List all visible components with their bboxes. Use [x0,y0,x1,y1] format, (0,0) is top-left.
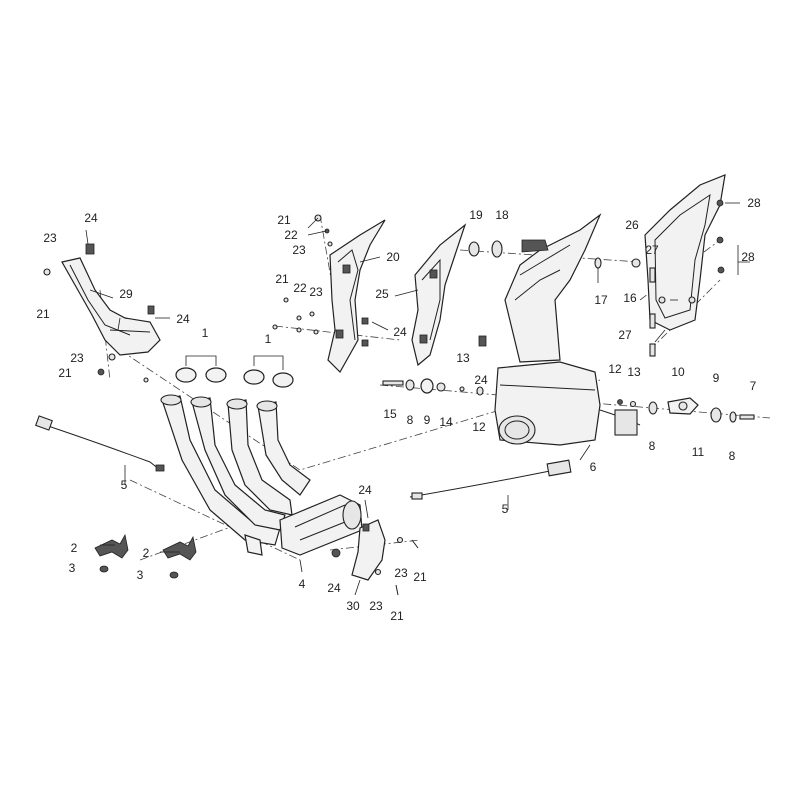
callout-23-d: 23 [309,285,323,299]
muffler-end-cover-26 [644,174,726,357]
callout-21-c: 21 [277,213,291,227]
callout-3-right: 3 [137,568,144,582]
muffler-6 [494,213,641,446]
callout-23-e: 23 [394,566,408,580]
callout-26: 26 [625,218,639,232]
heat-shield-20 [314,214,386,373]
callout-2-left: 2 [71,541,78,555]
muffler-hardware [382,239,755,423]
callout-28-b: 28 [741,250,755,264]
callout-17: 17 [594,293,608,307]
lower-heat-shield-30 [331,519,419,596]
exhaust-headers-4 [160,394,363,556]
callout-3-left: 3 [69,561,76,575]
callout-24-d: 24 [474,373,488,387]
callout-9-a: 9 [424,413,431,427]
callout-21-f: 21 [390,609,404,623]
callout-8-a: 8 [407,413,414,427]
callout-1-right: 1 [265,332,272,346]
callout-23-b: 23 [70,351,84,365]
callout-25: 25 [375,287,389,301]
callout-8-c: 8 [729,449,736,463]
header-brackets-2 [94,533,197,579]
callout-10: 10 [671,365,685,379]
heat-shield-25 [411,223,487,367]
o2-sensors-5 [35,415,572,500]
callout-29: 29 [119,287,133,301]
callout-24-f: 24 [327,581,341,595]
callout-23-a: 23 [43,231,57,245]
callout-21-a: 21 [36,307,50,321]
leader-lines [85,202,750,596]
rear-heat-shield-29 [43,243,161,383]
callout-1-left: 1 [202,326,209,340]
callout-18: 18 [495,208,509,222]
callout-2-right: 2 [143,546,150,560]
callout-14: 14 [439,415,453,429]
callout-30: 30 [346,599,360,613]
callout-24-b: 24 [176,312,190,326]
callout-13-b: 13 [627,365,641,379]
callout-5-left: 5 [121,478,128,492]
callout-21-d: 21 [275,272,289,286]
callout-24-e: 24 [358,483,372,497]
callout-27-b: 27 [618,328,632,342]
callout-20: 20 [386,250,400,264]
callout-4: 4 [299,577,306,591]
callout-5-right: 5 [502,502,509,516]
callout-24-a: 24 [84,211,98,225]
callout-16: 16 [623,291,637,305]
callout-24-c: 24 [393,325,407,339]
callout-23-c: 23 [292,243,306,257]
callout-22-a: 22 [284,228,298,242]
callout-28-a: 28 [747,196,761,210]
callout-9-b: 9 [713,371,720,385]
callout-22-b: 22 [293,281,307,295]
callout-12-a: 12 [472,420,486,434]
callout-7: 7 [750,379,757,393]
callout-19: 19 [469,208,483,222]
callout-21-e: 21 [413,570,427,584]
callout-27-a: 27 [645,243,659,257]
callout-21-b: 21 [58,366,72,380]
callout-15: 15 [383,407,397,421]
callout-12-b: 12 [608,362,622,376]
shield-fasteners-21-22-23 [272,297,369,347]
callout-labels: 1 1 2 2 3 3 4 5 5 6 7 8 8 8 9 9 10 11 12… [36,196,761,623]
callout-13-a: 13 [456,351,470,365]
header-gaskets-1 [175,355,294,388]
callout-23-f: 23 [369,599,383,613]
callout-8-b: 8 [649,439,656,453]
callout-6: 6 [590,460,597,474]
callout-11: 11 [692,445,705,459]
